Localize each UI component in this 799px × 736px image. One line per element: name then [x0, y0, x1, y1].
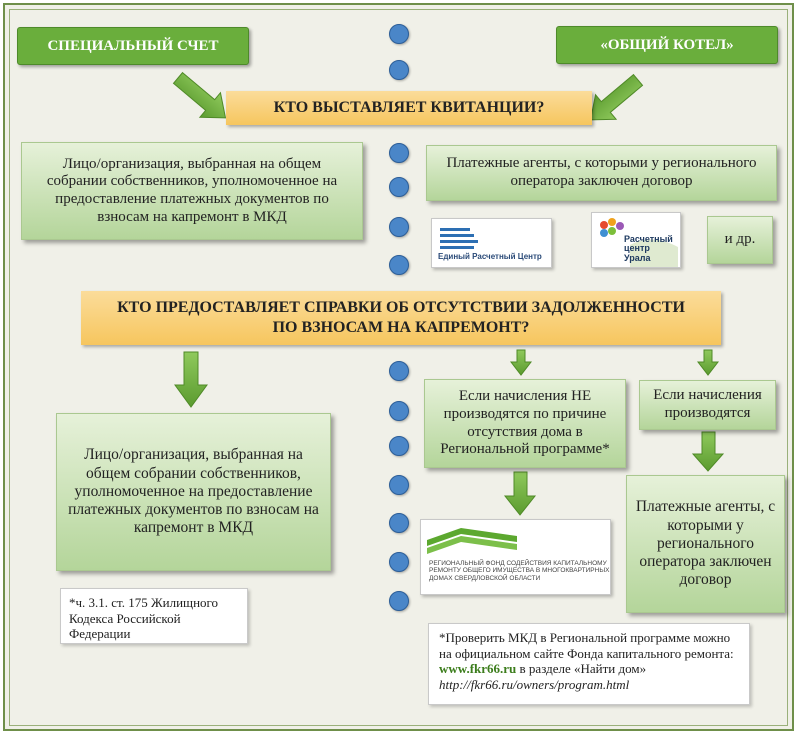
- separator-dot: [389, 513, 409, 533]
- common-pot-label: «ОБЩИЙ КОТЕЛ»: [556, 26, 778, 64]
- left-responsible-text-2: Лицо/организация, выбранная на общем соб…: [68, 446, 319, 537]
- separator-dot: [389, 401, 409, 421]
- left-responsible-text: Лицо/организация, выбранная на общем соб…: [46, 155, 338, 225]
- separator-dot: [389, 436, 409, 456]
- program-url-link[interactable]: http://fkr66.ru/owners/program.html: [439, 676, 630, 692]
- rcu-logo-text: Расчетный центр Урала: [624, 234, 673, 263]
- payment-agents-text: Платежные агенты, с которыми у региональ…: [635, 498, 776, 589]
- fund-logo-box: РЕГИОНАЛЬНЫЙ ФОНД СОДЕЙСТВИЯ КАПИТАЛЬНОМ…: [420, 519, 611, 595]
- separator-dot: [389, 255, 409, 275]
- inner-frame: [9, 9, 788, 726]
- separator-dot: [389, 24, 409, 44]
- arrow-down-mid-small: [509, 349, 533, 376]
- fund-logo-icon: [427, 528, 517, 554]
- erc-logo-text: Единый Расчетный Центр: [438, 252, 542, 261]
- separator-dot: [389, 60, 409, 80]
- charged-box: Если начисления производятся: [639, 380, 776, 430]
- rcu-logo-box: Расчетный центр Урала: [591, 212, 681, 268]
- etc-text: и др.: [724, 231, 756, 248]
- erc-logo-box: Единый Расчетный Центр: [431, 218, 552, 268]
- separator-dot: [389, 591, 409, 611]
- not-charged-text: Если начисления НЕ производятся по причи…: [440, 388, 610, 458]
- arrow-diag-left: [172, 71, 227, 119]
- left-responsible-box: Лицо/организация, выбранная на общем соб…: [21, 142, 363, 240]
- footnote-check-program: *Проверить МКД в Региональной программе …: [428, 623, 750, 705]
- footnote-housing-code-text: *ч. 3.1. ст. 175 Жилищного Кодекса Росси…: [69, 595, 219, 642]
- separator-dot: [389, 143, 409, 163]
- footnote-check-program-text1: *Проверить МКД в Региональной программе …: [439, 630, 734, 661]
- separator-dot: [389, 552, 409, 572]
- arrow-down-right-small: [696, 349, 720, 376]
- fkr66-link[interactable]: www.fkr66.ru: [439, 661, 517, 677]
- special-account-label: СПЕЦИАЛЬНЫЙ СЧЕТ: [17, 27, 249, 65]
- erc-logo-icon: [440, 228, 478, 249]
- payment-agents-box: Платежные агенты, с которыми у региональ…: [626, 475, 785, 613]
- fund-logo-text: РЕГИОНАЛЬНЫЙ ФОНД СОДЕЙСТВИЯ КАПИТАЛЬНОМ…: [429, 560, 610, 582]
- arrow-down-right: [691, 431, 725, 472]
- arrow-diag-right: [589, 73, 644, 121]
- arrow-down-mid: [503, 471, 537, 516]
- question2-line1: КТО ПРЕДОСТАВЛЯЕТ СПРАВКИ ОБ ОТСУТСТВИИ …: [117, 299, 685, 316]
- right-agents-box: Платежные агенты, с которыми у региональ…: [426, 145, 777, 201]
- right-agents-text: Платежные агенты, с которыми у региональ…: [446, 155, 757, 189]
- etc-box: и др.: [707, 216, 773, 264]
- separator-dot: [389, 217, 409, 237]
- separator-dot: [389, 475, 409, 495]
- question2-line2: ПО ВЗНОСАМ НА КАПРЕМОНТ?: [272, 319, 530, 336]
- rcu-logo-icon: [600, 218, 678, 267]
- separator-dot: [389, 177, 409, 197]
- charged-text: Если начисления производятся: [653, 387, 762, 421]
- not-charged-box: Если начисления НЕ производятся по причи…: [424, 379, 626, 468]
- footnote-housing-code: *ч. 3.1. ст. 175 Жилищного Кодекса Росси…: [60, 588, 248, 644]
- question-who-issues-receipts: КТО ВЫСТАВЛЯЕТ КВИТАНЦИИ?: [226, 91, 592, 125]
- left-responsible-box-2: Лицо/организация, выбранная на общем соб…: [56, 413, 331, 571]
- footnote-check-program-text2: в разделе «Найти дом»: [516, 661, 647, 677]
- separator-dot: [389, 361, 409, 381]
- arrow-down-left: [174, 351, 208, 408]
- question-who-provides-certificates: КТО ПРЕДОСТАВЛЯЕТ СПРАВКИ ОБ ОТСУТСТВИИ …: [81, 291, 721, 345]
